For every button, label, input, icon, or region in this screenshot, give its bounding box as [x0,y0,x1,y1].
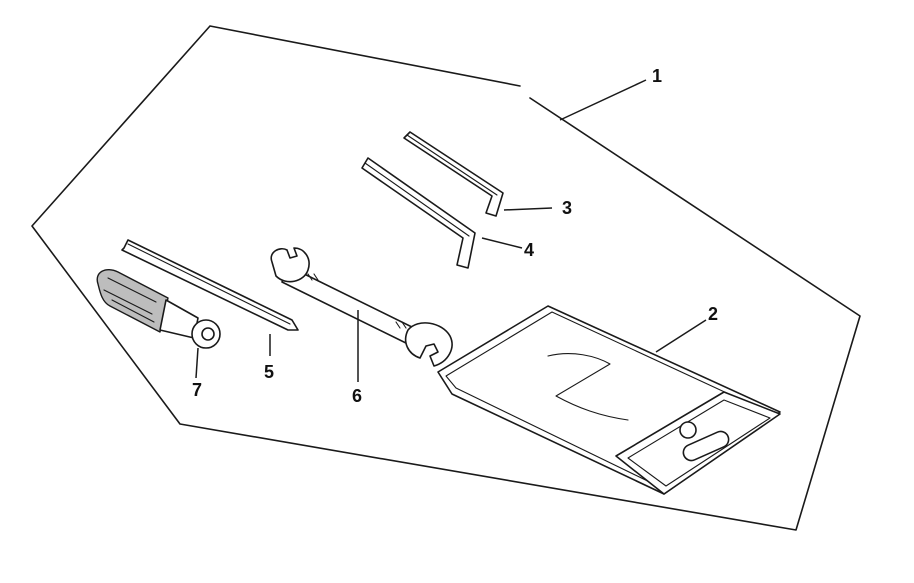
hex-key-4 [361,157,476,269]
leader-line-7 [195,347,199,379]
leader-line-1 [559,79,647,121]
callout-7: 7 [192,380,202,400]
screwdriver-blade-5 [121,239,299,331]
pouch-marking [547,353,629,421]
callout-5: 5 [264,362,274,382]
callout-4: 4 [524,240,534,260]
leader-line-4 [481,237,523,249]
callout-6: 6 [352,386,362,406]
kit-boundary-outline [31,25,861,531]
leader-line-2 [655,319,707,353]
callout-1: 1 [652,66,662,86]
leader-line-3 [503,207,553,211]
tool-pouch-2 [437,305,781,495]
open-end-wrench-6 [270,247,453,367]
callout-3: 3 [562,198,572,218]
callout-2: 2 [708,304,718,324]
hex-key-3 [403,131,504,217]
screwdriver-handle-7 [96,268,221,349]
